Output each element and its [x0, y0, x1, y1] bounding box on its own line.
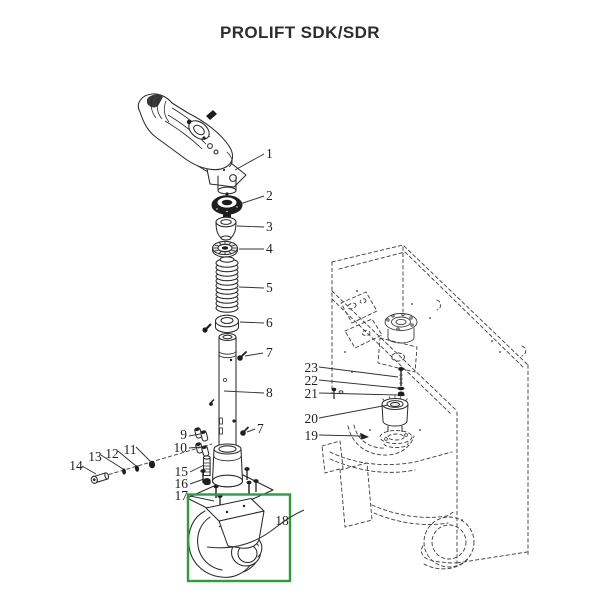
part-3-cup: [215, 216, 237, 241]
part-20-bushing: [379, 395, 413, 448]
leader-lines: [81, 153, 399, 549]
part-4-bearing: [211, 240, 239, 258]
part-label-17: 17: [175, 488, 189, 503]
part-7-bolt-lower: [240, 426, 250, 436]
part-12-washer: [134, 465, 140, 472]
part-label-23: 23: [305, 360, 319, 375]
part-21-nut: [331, 387, 405, 399]
part-label-2: 2: [266, 188, 273, 203]
part-23-bolt: [398, 367, 404, 386]
chassis-rivet-dots: [344, 290, 501, 521]
part-label-4: 4: [266, 241, 273, 256]
part-label-16: 16: [175, 476, 189, 491]
part-label-3: 3: [266, 219, 273, 234]
part-label-22: 22: [305, 373, 319, 388]
part-label-12: 12: [105, 446, 119, 461]
part-labels: 1 2 3 4 5 6 7 8 7 9 10 11 12 13 14 15 16…: [69, 146, 318, 528]
chassis-mount-flange: [384, 312, 418, 344]
part-label-7-lower: 7: [257, 421, 264, 436]
part-label-8: 8: [266, 385, 273, 400]
part-2-bearing: [211, 195, 243, 219]
part-label-14: 14: [69, 458, 83, 473]
part-18-caster-wheel: [188, 480, 265, 578]
page-title: PROLIFT SDK/SDR: [220, 23, 380, 42]
part-8-column-tube: [209, 332, 237, 453]
part-9-10-clips: [194, 427, 210, 457]
part-label-18: 18: [275, 513, 289, 528]
chassis-outline: [321, 244, 529, 570]
part-5-spring: [215, 256, 239, 313]
highlight-box-part-18: [186, 493, 292, 583]
part-8-outer-sleeve: [211, 443, 244, 488]
part-label-13: 13: [88, 449, 102, 464]
part-14-bolt: [90, 472, 110, 484]
part-16-nut: [203, 478, 211, 486]
part-label-11: 11: [124, 442, 137, 457]
part-15-pin: [202, 455, 211, 477]
part-label-15: 15: [175, 464, 189, 479]
part-label-20: 20: [305, 411, 319, 426]
part-label-10: 10: [174, 440, 188, 455]
part-22-washer: [397, 386, 405, 391]
part-label-6: 6: [266, 315, 273, 330]
part-6-ring: [202, 314, 240, 333]
part-label-1: 1: [266, 146, 273, 161]
part-11-nut: [148, 460, 156, 469]
fastener-axis: [90, 443, 213, 484]
part-label-9: 9: [180, 427, 187, 442]
part-label-19: 19: [305, 428, 319, 443]
part-label-7: 7: [266, 345, 273, 360]
part-7-bolt-upper: [237, 350, 248, 361]
part-label-21: 21: [305, 386, 319, 401]
part-label-5: 5: [266, 280, 273, 295]
part-13-washer: [122, 468, 126, 475]
part-1-handle-assembly: [137, 93, 247, 198]
